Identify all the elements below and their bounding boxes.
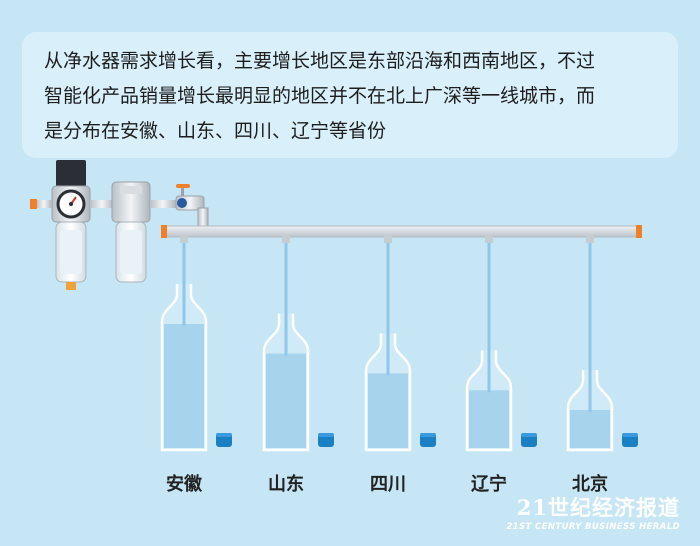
filter-regulator-icon	[30, 160, 91, 290]
category-label-0: 安徽	[166, 473, 203, 495]
description-line-3: 是分布在安徽、山东、四川、辽宁等省份	[44, 120, 387, 142]
bottle-cap-top-0	[216, 433, 232, 437]
drop-pipe-3	[487, 237, 491, 393]
bottle-water-1	[266, 353, 306, 448]
bottle-1	[262, 235, 334, 452]
bottle-3	[465, 235, 537, 452]
pipe-joint-1	[282, 235, 290, 243]
drop-pipe-0	[182, 237, 186, 326]
category-label-2: 四川	[370, 474, 406, 495]
bottle-glass-3	[465, 350, 513, 452]
bottle-cap-top-3	[521, 433, 537, 437]
bottle-water-0	[164, 324, 204, 448]
pipe-joint-3	[485, 235, 493, 243]
drop-pipe-2	[386, 237, 390, 376]
bottle-glass-1	[262, 313, 310, 452]
bottle-0	[160, 235, 232, 452]
bottle-cap-top-4	[622, 433, 638, 437]
description-text: 从净水器需求增长看，主要增长地区是东部沿海和西南地区，不过 智能化产品销量增长最…	[44, 44, 664, 149]
category-label-1: 山东	[268, 473, 304, 495]
filter-unit-icon	[90, 181, 176, 283]
bottle-water-3	[469, 390, 509, 448]
pipe-joint-4	[586, 235, 594, 243]
bottle-cap-top-1	[318, 433, 334, 437]
description-line-1: 从净水器需求增长看，主要增长地区是东部沿海和西南地区，不过	[44, 50, 596, 72]
brand-name-en: 21ST CENTURY BUSINESS HERALD	[506, 522, 680, 532]
category-label-3: 辽宁	[471, 473, 507, 495]
description-line-2: 智能化产品销量增长最明显的地区并不在北上广深等一线城市，而	[44, 85, 596, 107]
drop-pipe-4	[588, 237, 592, 412]
bottle-water-2	[368, 373, 408, 448]
bottle-glass-2	[364, 333, 412, 452]
bottle-glass-0	[160, 284, 208, 452]
bottle-cap-top-2	[420, 433, 436, 437]
category-label-4: 北京	[572, 473, 608, 495]
brand-logo: 21世纪经济报道 21ST CENTURY BUSINESS HERALD	[506, 492, 680, 532]
bottles-group	[160, 235, 638, 452]
main-pipe	[161, 225, 642, 238]
faucet-icon	[175, 184, 209, 229]
bottle-2	[364, 235, 436, 452]
bottle-water-4	[570, 410, 610, 448]
brand-name-cn: 21世纪经济报道	[516, 495, 680, 520]
drop-pipe-1	[284, 237, 288, 356]
pipe-joint-0	[180, 235, 188, 243]
bottle-4	[566, 235, 638, 452]
pipe-joint-2	[384, 235, 392, 243]
text-card	[22, 32, 678, 158]
